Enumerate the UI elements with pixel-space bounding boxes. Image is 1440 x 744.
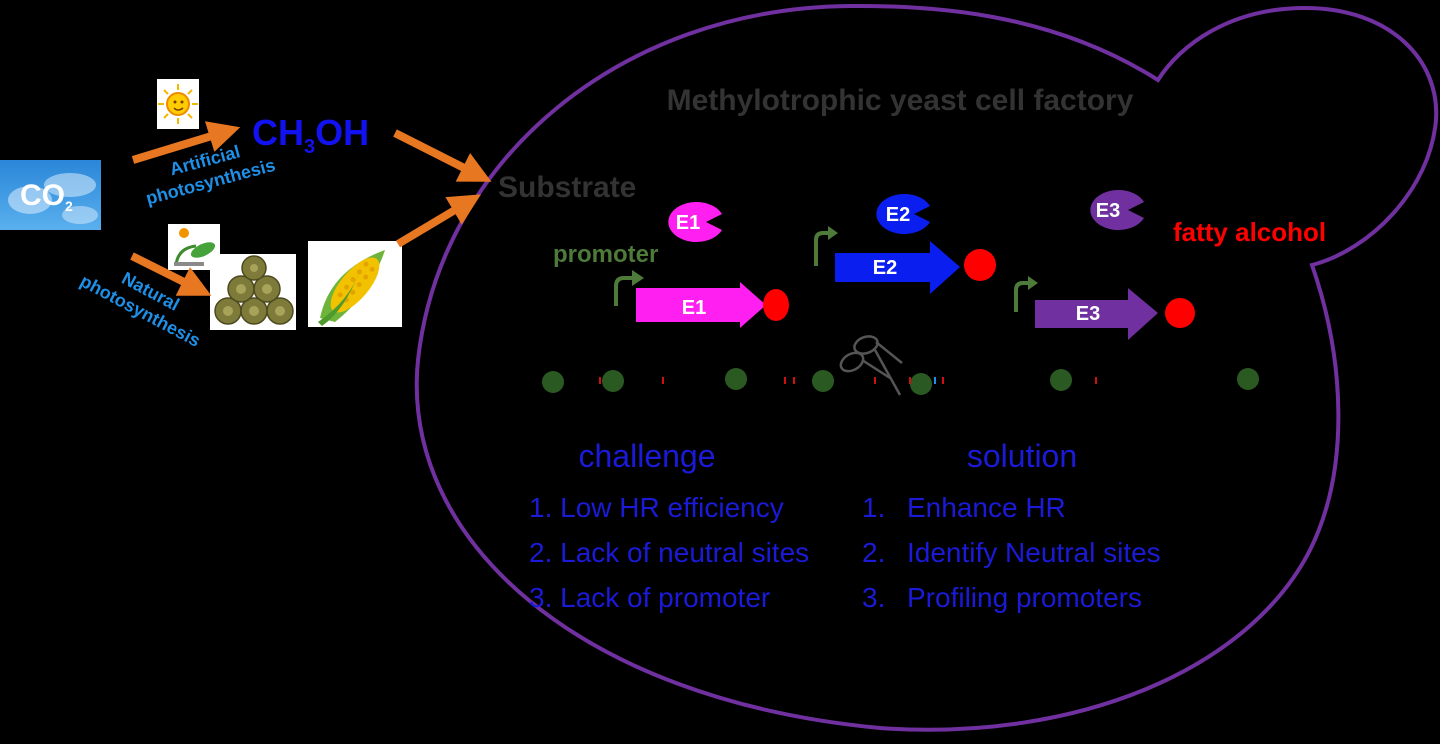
challenge-item-3: 3. Lack of promoter [529, 582, 770, 613]
enzyme-e2-label: E2 [886, 204, 910, 226]
neutral-site [542, 371, 564, 393]
arrow-co2-to-methanol [131, 121, 241, 164]
methanol-subscript: 3 [304, 136, 315, 158]
solution-item-2: Identify Neutral sites [907, 537, 1161, 568]
gene-e1-label: E1 [682, 297, 706, 319]
solution-item-1: Enhance HR [907, 492, 1066, 523]
arrow-co2-to-biomass [130, 252, 212, 296]
neutral-site [725, 368, 747, 390]
cell-factory-title: Methylotrophic yeast cell factory [667, 84, 1134, 117]
neutral-site [910, 373, 932, 395]
co2-text: CO [20, 179, 65, 212]
methanol-formula: CH3OH [252, 112, 369, 158]
co2-subscript: 2 [65, 198, 73, 214]
sun-icon [157, 79, 199, 129]
co2-cloud-image: CO2 [0, 160, 101, 230]
product-dot-3 [1165, 298, 1195, 328]
substrate-label: Substrate [498, 171, 636, 204]
challenge-item-1: 1. Low HR efficiency [529, 492, 784, 523]
gene-e3-arrow [1035, 288, 1158, 340]
enzyme-e3-label: E3 [1096, 200, 1120, 222]
corn-image [308, 241, 402, 327]
neutral-site [1237, 368, 1259, 390]
arrow-corn-to-substrate [395, 194, 481, 248]
promoter-label: promoter [553, 241, 658, 268]
gene-e2-label: E2 [873, 257, 897, 279]
cell-membrane [414, 3, 1439, 732]
solution-number-1: 1. [862, 492, 885, 523]
genome-ticks [599, 377, 1097, 384]
promoter-arrow-2 [814, 231, 828, 266]
challenge-heading: challenge [579, 438, 716, 474]
solution-number-2: 2. [862, 537, 885, 568]
enzyme-e1-label: E1 [676, 212, 700, 234]
product-dot-1 [763, 289, 789, 321]
methanol-prefix: CH [252, 112, 304, 153]
solution-number-3: 3. [862, 582, 885, 613]
product-label: fatty alcohol [1173, 217, 1326, 247]
neutral-site [812, 370, 834, 392]
neutral-site [602, 370, 624, 392]
gene-e3-label: E3 [1076, 303, 1100, 325]
flow-arrows [130, 121, 492, 296]
promoter-arrow-3 [1014, 281, 1028, 312]
genome-sites [542, 368, 1259, 395]
solution-item-3: Profiling promoters [907, 582, 1142, 613]
gene-e2-arrow [835, 241, 960, 294]
product-dot-2 [964, 249, 996, 281]
enzyme-e1: E1 [668, 202, 722, 242]
enzyme-e3: E3 [1090, 190, 1144, 230]
promoter-arrows [614, 231, 1028, 312]
svg-text:CO2: CO2 [20, 179, 73, 214]
promoter-arrow-1 [614, 276, 632, 306]
neutral-site [1050, 369, 1072, 391]
challenge-item-2: 2. Lack of neutral sites [529, 537, 809, 568]
gene-e1-arrow [636, 282, 766, 328]
methanol-suffix: OH [315, 112, 369, 153]
arrow-methanol-to-substrate [393, 129, 492, 182]
hay-bales-image [210, 254, 296, 330]
solution-heading: solution [967, 438, 1077, 474]
enzyme-e2: E2 [876, 194, 930, 234]
scissors-icon [839, 335, 903, 396]
